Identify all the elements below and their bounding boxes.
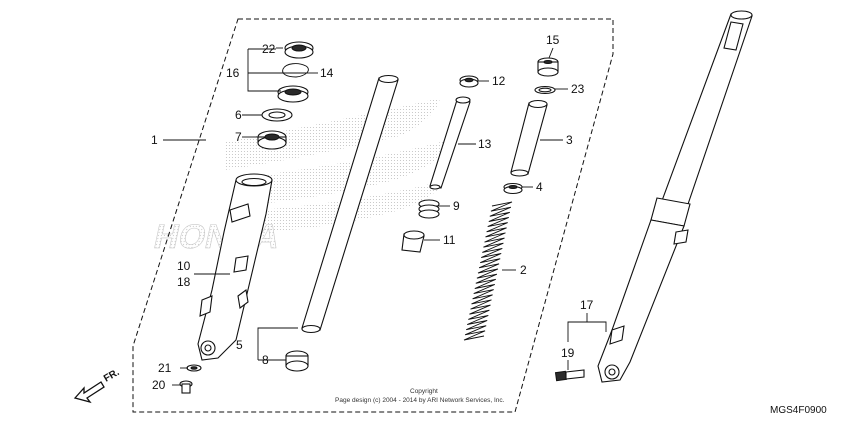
guide-bushing-part — [285, 350, 309, 372]
callout-22: 22 — [262, 42, 276, 56]
callout-16: 16 — [226, 66, 240, 80]
damper-rod-part — [429, 96, 471, 190]
fork-pipe-part — [301, 74, 399, 334]
callout-19: 19 — [561, 346, 575, 360]
sealing-washer-part — [186, 364, 202, 372]
callout-20: 20 — [152, 378, 166, 392]
fork-slider-part — [197, 173, 273, 361]
callout-6: 6 — [235, 108, 242, 122]
slider-bushing-part — [257, 130, 287, 150]
front-direction-label: FR. — [102, 367, 122, 385]
callout-4: 4 — [536, 180, 543, 194]
socket-bolt-part — [554, 369, 585, 382]
o-ring-part — [534, 85, 556, 95]
callout-14: 14 — [320, 66, 334, 80]
copyright-title: Copyright — [410, 388, 438, 395]
callout-9: 9 — [453, 199, 460, 213]
copyright-notice: Page design (c) 2004 - 2014 by ARI Netwo… — [335, 397, 505, 404]
rebound-spring-part — [418, 199, 440, 219]
callout-1: 1 — [151, 133, 158, 147]
callout-8: 8 — [262, 353, 269, 367]
assembled-fork-part — [597, 10, 753, 383]
callout-5: 5 — [236, 338, 243, 352]
back-up-ring-part — [261, 108, 293, 122]
oil-seal-part — [277, 85, 309, 103]
drain-bolt-part — [179, 380, 193, 394]
fork-spring-part — [463, 201, 513, 341]
callout-13: 13 — [478, 137, 492, 151]
callout-2: 2 — [520, 263, 527, 277]
callout-18: 18 — [177, 275, 191, 289]
diagram-code: MGS4F0900 — [770, 405, 827, 416]
stopper-ring-part — [282, 63, 309, 78]
ring-12-part — [459, 75, 479, 88]
oil-lock-piece-part — [401, 230, 425, 253]
callout-10: 10 — [177, 259, 191, 273]
callout-17: 17 — [580, 298, 594, 312]
callout-12: 12 — [492, 74, 506, 88]
fork-bolt-part — [537, 57, 559, 77]
callout-15: 15 — [546, 33, 560, 47]
callout-7: 7 — [235, 130, 242, 144]
spring-seat-part — [503, 182, 523, 195]
callout-23: 23 — [571, 82, 585, 96]
callout-11: 11 — [443, 233, 456, 247]
callout-3: 3 — [566, 133, 573, 147]
leader-lines — [163, 47, 607, 386]
spacer-collar-part — [510, 99, 548, 177]
dust-seal-part — [284, 41, 314, 59]
front-direction-arrow-icon: FR. — [73, 367, 122, 404]
callout-21: 21 — [158, 361, 172, 375]
